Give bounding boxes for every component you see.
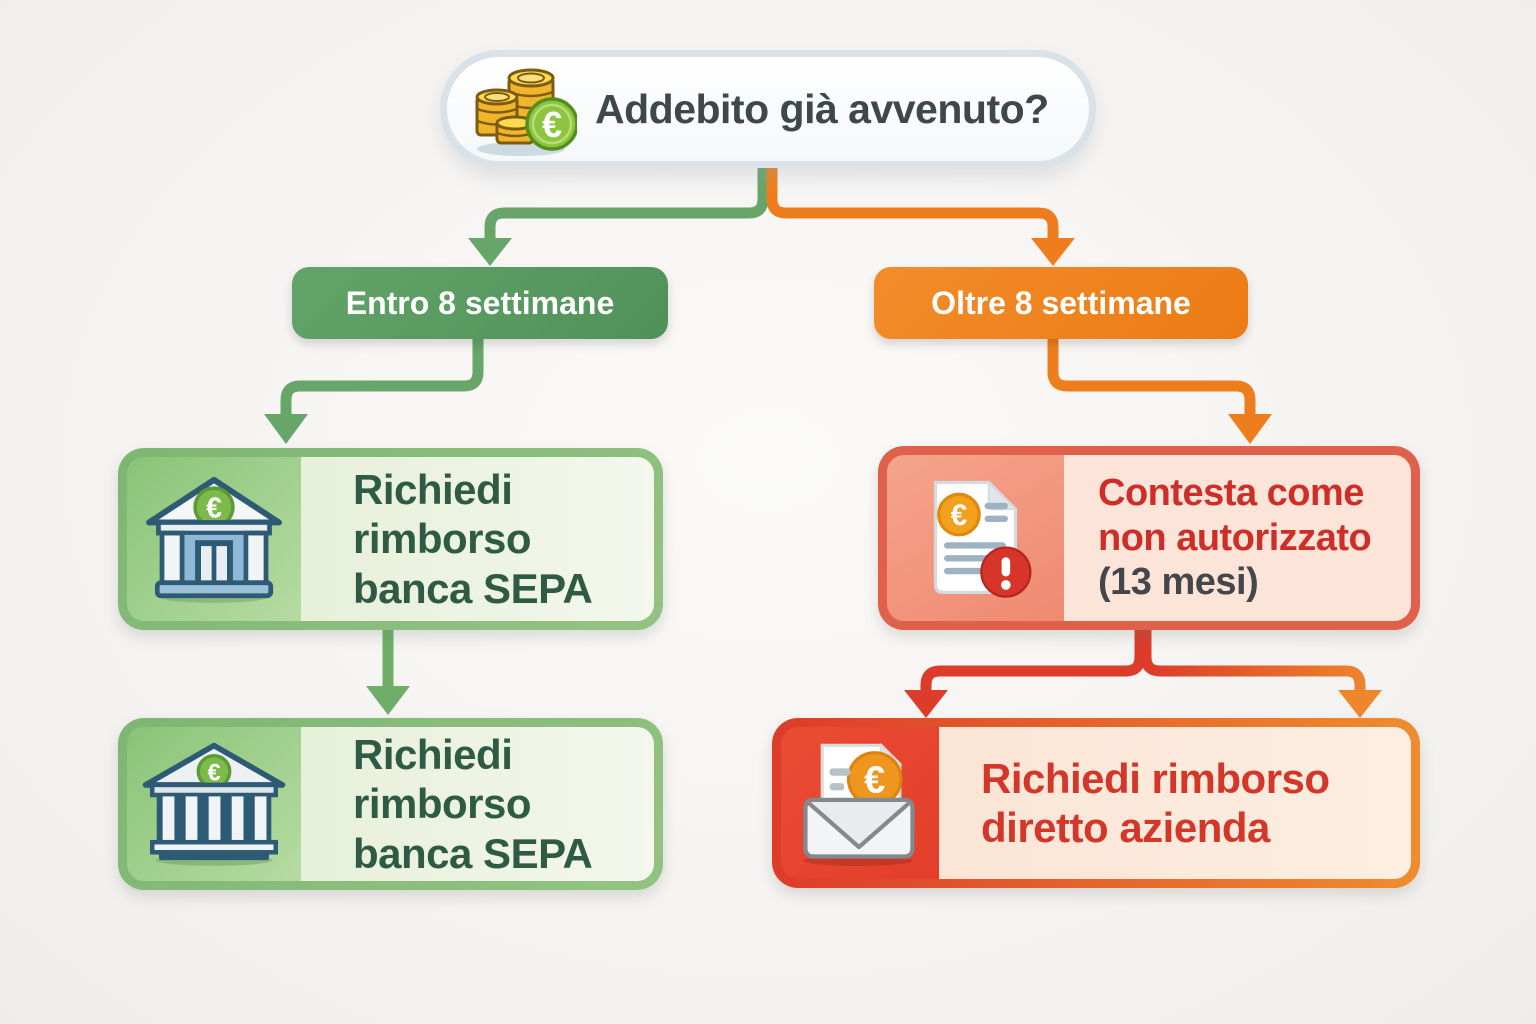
document-alert-icon: €	[887, 455, 1064, 621]
step-text: Contesta come non autorizzato	[1098, 472, 1372, 559]
svg-text:€: €	[207, 759, 220, 785]
svg-text:€: €	[206, 493, 222, 525]
step-box-rimborso-diretto-azienda: € Richiedi rimborso diretto azienda	[772, 718, 1420, 888]
step-box-contesta-non-autorizzato: € Contesta come non autorizzato (13 mesi…	[878, 446, 1420, 630]
step-text: Richiedi rimborso diretto azienda	[981, 754, 1330, 851]
step-text: Richiedi rimborso banca SEPA	[353, 731, 593, 877]
branch-label-oltre-8-settimane: Oltre 8 settimane	[874, 267, 1248, 339]
svg-text:€: €	[542, 104, 562, 145]
step-box-rimborso-banca-2: € Richiedi rimborso banca SEPA	[118, 718, 663, 890]
step-box-rimborso-banca-1: € Richiedi rimborso banca SEPA	[118, 448, 663, 630]
branch-label-entro-8-settimane: Entro 8 settimane	[292, 267, 668, 339]
step-text: Richiedi rimborso banca SEPA	[353, 466, 593, 612]
question-node: € Addebito già avvenuto?	[440, 50, 1096, 168]
euro-coins-icon: €	[475, 68, 577, 156]
svg-text:€: €	[864, 760, 885, 802]
envelope-euro-icon: €	[781, 727, 939, 879]
question-text: Addebito già avvenuto?	[595, 85, 1049, 132]
step-note: (13 mesi)	[1098, 561, 1259, 604]
bank-icon: €	[127, 457, 301, 621]
svg-text:€: €	[950, 499, 967, 532]
bank-columns-icon: €	[127, 727, 301, 881]
